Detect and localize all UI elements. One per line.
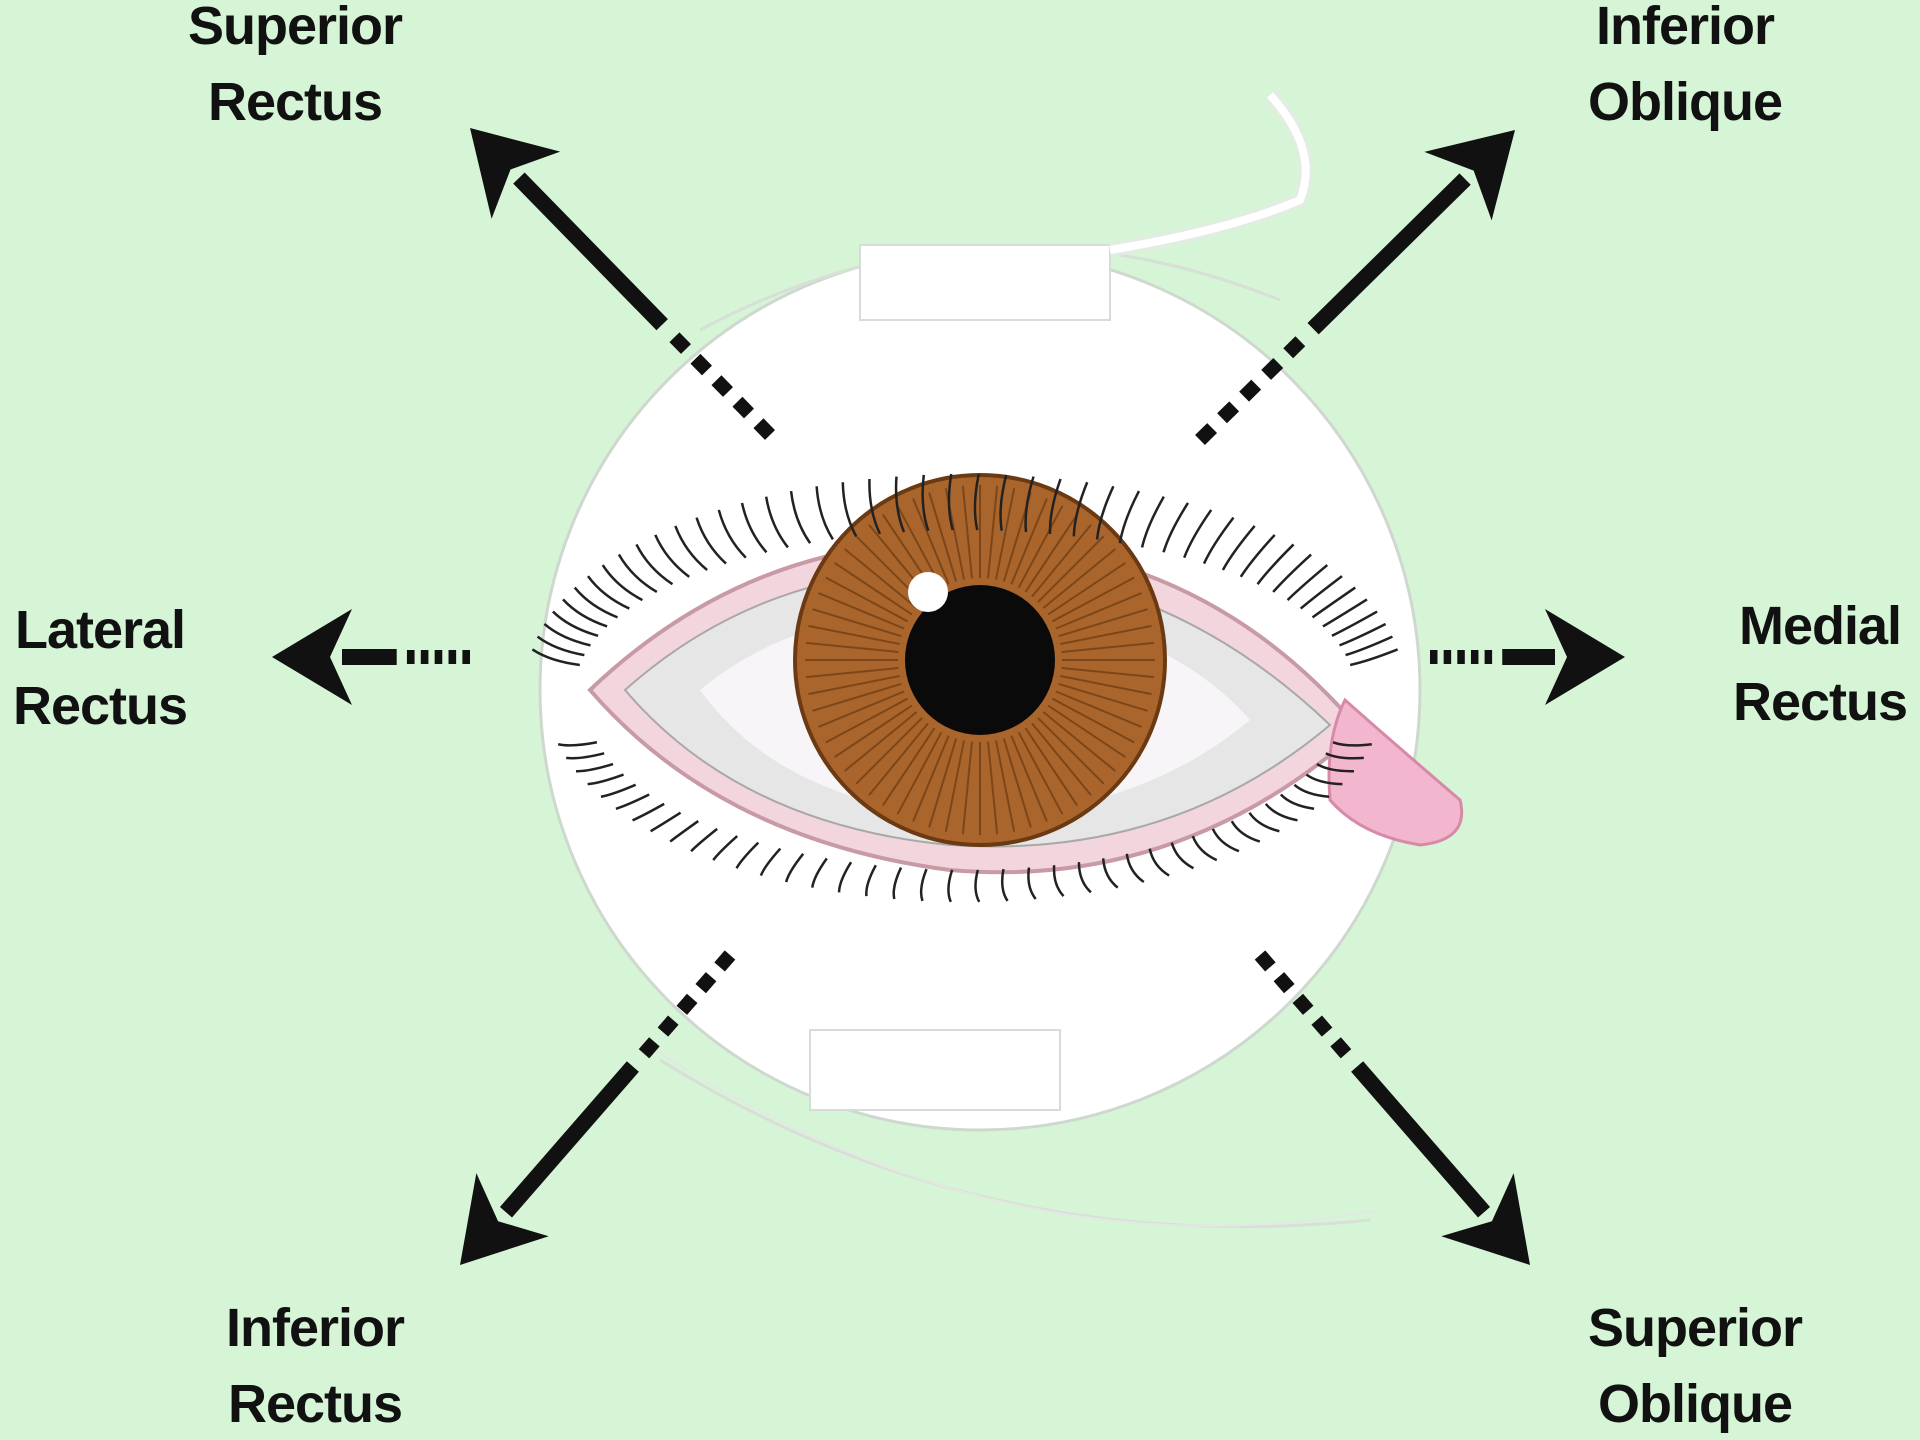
arrow-dash bbox=[1288, 341, 1300, 353]
arrow-dash bbox=[758, 423, 770, 435]
arrow-shaft bbox=[1357, 1067, 1484, 1213]
label-inferior-oblique-line2: Oblique bbox=[1560, 64, 1810, 140]
arrow-dash bbox=[1279, 977, 1289, 989]
arrow-dash bbox=[1222, 406, 1234, 418]
arrow-dash bbox=[1200, 428, 1212, 440]
arrow-shaft bbox=[519, 178, 662, 325]
label-superior-oblique: Superior Oblique bbox=[1560, 1290, 1830, 1440]
arrow-dash bbox=[1244, 385, 1256, 397]
arrow-dash bbox=[644, 1042, 654, 1054]
label-inferior-rectus-line1: Inferior bbox=[190, 1290, 440, 1366]
arrow-superior-oblique bbox=[1260, 955, 1530, 1265]
arrow-dash bbox=[1260, 955, 1270, 967]
arrow-superior-rectus bbox=[470, 128, 770, 435]
label-inferior-rectus: Inferior Rectus bbox=[190, 1290, 440, 1440]
arrow-dash bbox=[1266, 363, 1278, 375]
label-superior-rectus-line2: Rectus bbox=[160, 64, 430, 140]
arrow-dash bbox=[663, 1020, 673, 1032]
arrow-dash bbox=[701, 977, 711, 989]
arrow-dash bbox=[1336, 1042, 1346, 1054]
label-superior-oblique-line1: Superior bbox=[1560, 1290, 1830, 1366]
arrow-dash bbox=[674, 337, 686, 349]
label-inferior-oblique: Inferior Oblique bbox=[1560, 0, 1810, 140]
label-medial-rectus: Medial Rectus bbox=[1720, 588, 1920, 740]
arrow-dash bbox=[682, 998, 692, 1010]
arrow-medial-rectus bbox=[1430, 609, 1625, 705]
label-superior-rectus-line1: Superior bbox=[160, 0, 430, 64]
arrow-head bbox=[272, 609, 352, 705]
arrow-dash bbox=[1298, 998, 1308, 1010]
label-lateral-rectus-line1: Lateral bbox=[0, 592, 200, 668]
label-inferior-oblique-line1: Inferior bbox=[1560, 0, 1810, 64]
arrow-shaft bbox=[506, 1067, 633, 1213]
arrow-dash bbox=[716, 380, 728, 392]
arrow-dash bbox=[737, 402, 749, 414]
label-medial-rectus-line2: Rectus bbox=[1720, 664, 1920, 740]
label-lateral-rectus: Lateral Rectus bbox=[0, 592, 200, 744]
label-lateral-rectus-line2: Rectus bbox=[0, 668, 200, 744]
arrow-dash bbox=[720, 955, 730, 967]
label-superior-oblique-line2: Oblique bbox=[1560, 1366, 1830, 1440]
label-inferior-rectus-line2: Rectus bbox=[190, 1366, 440, 1440]
label-medial-rectus-line1: Medial bbox=[1720, 588, 1920, 664]
arrow-head bbox=[1545, 609, 1625, 705]
label-superior-rectus: Superior Rectus bbox=[160, 0, 430, 140]
arrow-inferior-rectus bbox=[460, 955, 730, 1265]
arrow-dash bbox=[1317, 1020, 1327, 1032]
arrow-inferior-oblique bbox=[1200, 130, 1515, 440]
arrow-dash bbox=[695, 359, 707, 371]
arrow-shaft bbox=[1313, 179, 1465, 329]
arrow-lateral-rectus bbox=[272, 609, 470, 705]
